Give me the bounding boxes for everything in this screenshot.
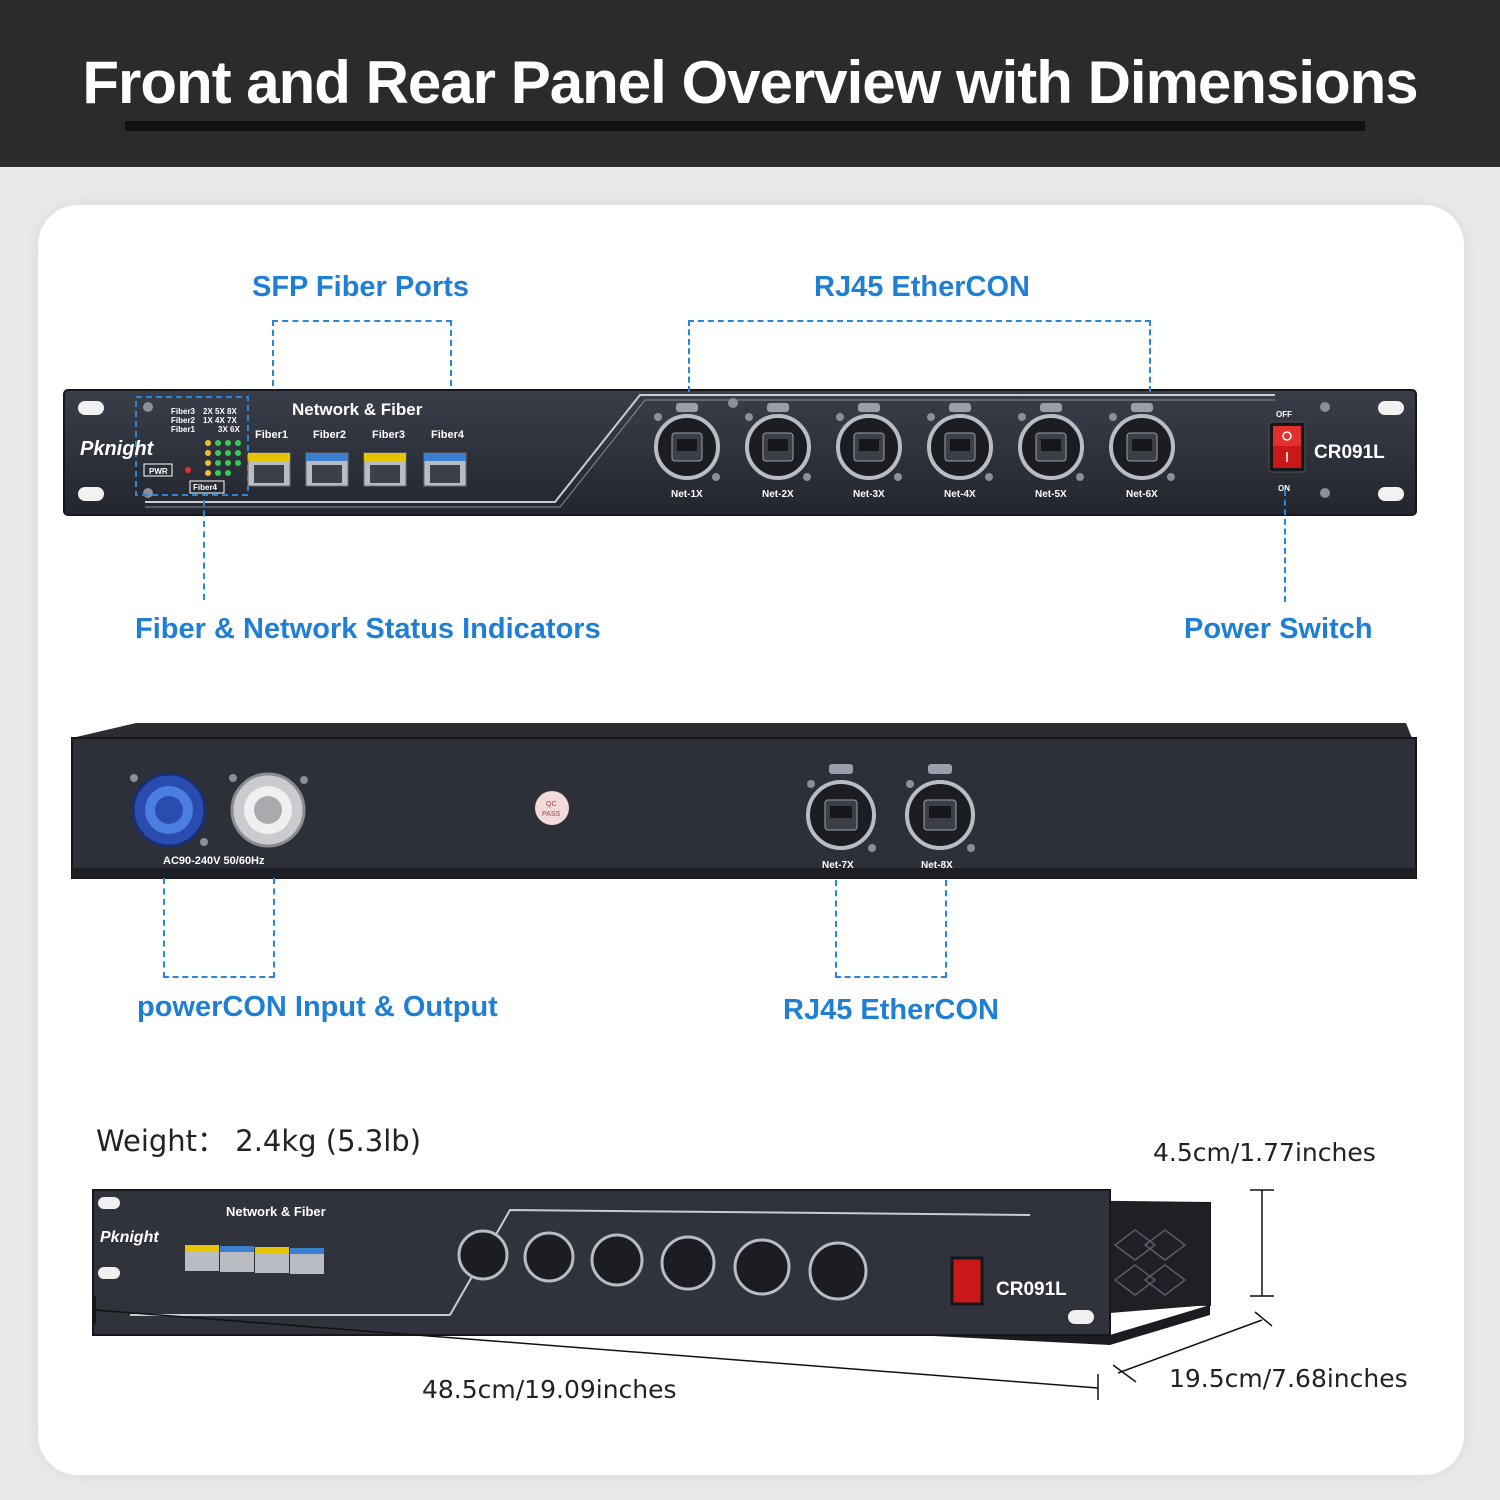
fiber-port-3[interactable]: Fiber3	[363, 429, 407, 487]
fiber-port-label: Fiber4	[431, 429, 465, 441]
fiber-port-4[interactable]: Fiber4	[423, 429, 467, 487]
status-led-grid	[185, 440, 241, 476]
ethercon-port-net-3x[interactable]: Net-3X	[836, 403, 902, 500]
net-port-label: Net-6X	[1126, 489, 1158, 500]
pass-label: PASS	[542, 811, 560, 818]
callout-rj45-ethercon-front: RJ45 EtherCON	[814, 271, 1030, 303]
fiber-port-2[interactable]: Fiber2	[305, 429, 349, 487]
net-port-label: Net-4X	[944, 489, 976, 500]
title-underline	[125, 121, 1365, 131]
net-port-label: Net-3X	[853, 489, 885, 500]
device-perspective-view: Pknight Network & Fiber CR091L	[92, 1188, 1211, 1345]
ethercon-port-net-1x[interactable]: Net-1X	[654, 403, 720, 500]
model-label: CR091L	[1314, 442, 1385, 463]
ethercon-port-net-7x[interactable]: Net-7X	[806, 764, 876, 871]
power-switch[interactable]	[1268, 421, 1306, 473]
dashed-line	[1284, 490, 1286, 602]
brand-logo: Pknight	[80, 438, 155, 460]
callout-powercon: powerCON Input & Output	[137, 991, 498, 1023]
dashed-line	[163, 878, 275, 978]
brand-logo: Pknight	[100, 1229, 159, 1246]
ethercon-port-net-8x[interactable]: Net-8X	[905, 764, 975, 871]
ethercon-port-net-4x[interactable]: Net-4X	[927, 403, 993, 500]
depth-dimension-label: 19.5cm/7.68inches	[1169, 1364, 1408, 1393]
header-bar: Front and Rear Panel Overview with Dimen…	[0, 0, 1500, 167]
dimension-lines	[94, 1189, 1274, 1400]
model-label: CR091L	[996, 1279, 1067, 1300]
ethercon-port-net-2x[interactable]: Net-2X	[745, 403, 811, 500]
net-port-label: Net-1X	[671, 489, 703, 500]
switch-off-label: OFF	[1276, 410, 1292, 419]
callout-power-switch: Power Switch	[1184, 613, 1373, 645]
qc-label: QC	[546, 801, 557, 808]
network-fiber-label: Network & Fiber	[226, 1204, 326, 1219]
rack-hole	[78, 401, 104, 415]
net-port-label: Net-2X	[762, 489, 794, 500]
page-title: Front and Rear Panel Overview with Dimen…	[82, 49, 1418, 116]
fiber-port-label: Fiber1	[255, 429, 288, 441]
dashed-line	[272, 320, 452, 386]
indicator-col-label: 1X 4X 7X	[203, 416, 237, 425]
height-dimension-label: 4.5cm/1.77inches	[1153, 1138, 1376, 1167]
ethercon-port-net-6x[interactable]: Net-6X	[1109, 403, 1175, 500]
dashed-line	[835, 880, 947, 978]
indicator-row-label: Fiber1	[171, 425, 196, 434]
dashed-line	[688, 320, 1151, 392]
callout-sfp-fiber-ports: SFP Fiber Ports	[252, 271, 470, 303]
powercon-input[interactable]	[130, 772, 208, 848]
switch-on-label: ON	[1278, 484, 1290, 493]
dashed-line	[203, 500, 205, 600]
power-switch	[950, 1256, 984, 1306]
fiber4-indicator-label: Fiber4	[193, 483, 218, 492]
indicator-col-label: 2X 5X 8X	[203, 407, 237, 416]
vent-pattern	[1113, 1229, 1187, 1296]
fiber-port-label: Fiber3	[372, 429, 405, 441]
net-port-label: Net-5X	[1035, 489, 1067, 500]
powercon-output[interactable]	[229, 772, 308, 848]
rack-hole	[1378, 487, 1404, 501]
width-dimension-label: 48.5cm/19.09inches	[422, 1375, 677, 1404]
net-port-label: Net-8X	[921, 860, 953, 871]
fiber-port-cluster	[185, 1245, 324, 1274]
qc-pass-sticker: QC PASS	[535, 791, 569, 825]
front-panel: Pknight Fiber3 Fiber2 Fiber1 2X 5X 8X 1X…	[63, 389, 1417, 516]
fiber-port-1[interactable]: Fiber1	[247, 429, 291, 487]
callout-status-indicators: Fiber & Network Status Indicators	[135, 613, 601, 645]
rack-hole	[78, 487, 104, 501]
ethercon-port-cluster	[457, 1229, 868, 1301]
indicator-row-label: Fiber3	[171, 407, 196, 416]
ethercon-port-net-5x[interactable]: Net-5X	[1018, 403, 1084, 500]
fiber-port-label: Fiber2	[313, 429, 346, 441]
net-port-label: Net-7X	[822, 860, 854, 871]
indicator-row-label: Fiber2	[171, 416, 196, 425]
pwr-label: PWR	[149, 467, 168, 476]
power-rating-label: AC90-240V 50/60Hz	[163, 855, 265, 867]
weight-label: Weight： 2.4kg (5.3lb)	[96, 1124, 422, 1158]
indicator-col-label: 3X 6X	[218, 425, 240, 434]
callout-rj45-ethercon-rear: RJ45 EtherCON	[783, 994, 999, 1026]
rack-hole	[1378, 401, 1404, 415]
network-fiber-label: Network & Fiber	[292, 400, 423, 419]
rear-panel: AC90-240V 50/60Hz QC PASS Net-7X Net-8X	[71, 723, 1417, 879]
